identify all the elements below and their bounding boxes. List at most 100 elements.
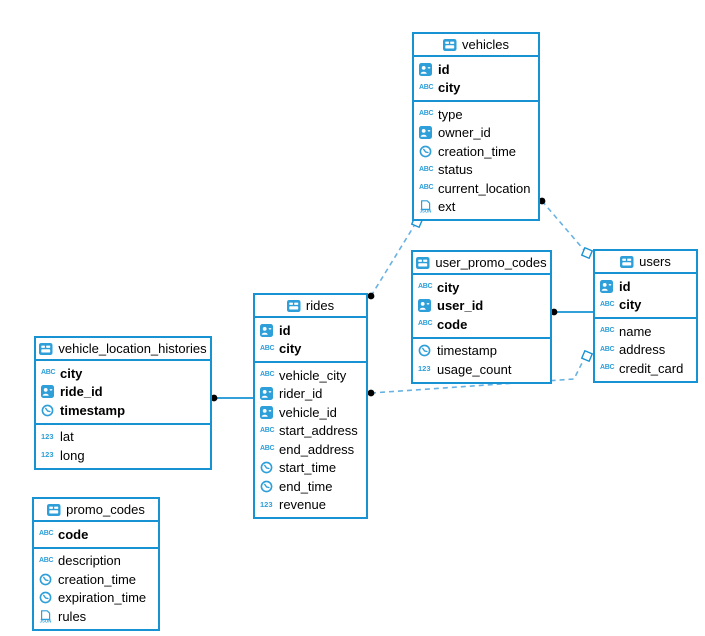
relationship-line[interactable] [370,225,415,297]
column-credit_card[interactable]: ABC credit_card [595,359,696,378]
column-name: rules [58,608,87,624]
text-type-icon: ABC [419,184,434,192]
column-vehicle_id[interactable]: vehicle_id [255,403,366,422]
column-name: id [279,322,291,338]
column-description[interactable]: ABC description [34,552,158,571]
column-name: start_time [279,460,337,476]
column-creation_time[interactable]: creation_time [34,570,158,589]
endpoint-dot [210,394,218,402]
column-name: status [438,162,473,178]
table-header[interactable]: vehicles [414,34,538,57]
column-creation_time[interactable]: creation_time [414,142,538,161]
column-start_time[interactable]: start_time [255,459,366,478]
uuid-type-icon [41,385,60,399]
table-title: promo_codes [66,502,145,517]
text-type-icon: ABC [419,83,434,91]
table-icon [39,342,53,355]
table-header[interactable]: user_promo_codes [413,252,550,275]
table-header[interactable]: promo_codes [34,499,158,522]
relationship-line[interactable] [370,358,585,394]
columns-section: ABC name ABC address ABC credit_card [595,319,696,381]
svg-text:JSON: JSON [420,209,432,213]
column-end_address[interactable]: ABC end_address [255,440,366,459]
column-current_location[interactable]: ABC current_location [414,179,538,198]
table-vehicle_location_histories[interactable]: vehicle_location_histories ABC city ride… [34,336,212,470]
number-type-icon: 123 [41,450,54,460]
column-name: end_time [279,478,333,494]
column-ext[interactable]: JSON ext [414,198,538,217]
primary-key-section: id ABC city [414,57,538,102]
time-type-icon [260,461,279,474]
column-name: code [58,526,89,542]
column-name: lat [60,429,74,445]
column-name: city [60,365,83,381]
column-lat[interactable]: 123 lat [36,428,210,447]
column-owner_id[interactable]: owner_id [414,124,538,143]
table-title: vehicle_location_histories [58,341,207,356]
primary-key-section: ABC city ride_id timestamp [36,361,210,425]
column-code[interactable]: ABC code [34,525,158,544]
relationship-line[interactable] [541,200,585,251]
table-icon [286,299,301,312]
column-city[interactable]: ABC city [413,278,550,297]
column-city[interactable]: ABC city [255,340,366,359]
column-name: current_location [438,180,531,196]
column-revenue[interactable]: 123 revenue [255,496,366,515]
column-city[interactable]: ABC city [36,364,210,383]
column-rules[interactable]: JSON rules [34,607,158,626]
column-long[interactable]: 123 long [36,446,210,465]
column-rider_id[interactable]: rider_id [255,385,366,404]
table-header[interactable]: users [595,251,696,274]
primary-key-section: ABC code [34,522,158,549]
table-vehicles[interactable]: vehicles id ABC city ABC type owner_id c… [412,32,540,221]
column-expiration_time[interactable]: expiration_time [34,589,158,608]
time-type-icon [39,573,58,586]
column-name: type [438,106,463,122]
table-header[interactable]: vehicle_location_histories [36,338,210,361]
column-timestamp[interactable]: timestamp [413,342,550,361]
column-name: city [619,297,642,313]
column-start_address[interactable]: ABC start_address [255,422,366,441]
relationship-rides-users [367,349,594,397]
column-address[interactable]: ABC address [595,341,696,360]
text-type-icon: ABC [419,110,434,118]
column-user_id[interactable]: user_id [413,297,550,316]
primary-key-section: id ABC city [255,318,366,363]
endpoint-dot [550,308,558,316]
column-usage_count[interactable]: 123 usage_count [413,360,550,379]
table-icon [47,503,61,516]
column-id[interactable]: id [414,60,538,79]
column-city[interactable]: ABC city [414,79,538,98]
column-end_time[interactable]: end_time [255,477,366,496]
column-status[interactable]: ABC status [414,161,538,180]
column-name: vehicle_city [279,367,347,383]
column-name: city [279,341,302,357]
columns-section: ABC description creation_time expiration… [34,549,158,629]
column-name: code [437,316,468,332]
endpoint-diamond [580,349,594,363]
table-users[interactable]: users id ABC city ABC name ABC address A… [593,249,698,383]
column-ride_id[interactable]: ride_id [36,383,210,402]
table-rides[interactable]: rides id ABC city ABC vehicle_city rider… [253,293,368,519]
column-id[interactable]: id [255,321,366,340]
column-name: revenue [279,497,326,513]
table-user_promo_codes[interactable]: user_promo_codes ABC city user_id ABC co… [411,250,552,384]
columns-section: ABC type owner_id creation_time ABC stat… [414,102,538,219]
column-type[interactable]: ABC type [414,105,538,124]
column-name: city [437,279,460,295]
table-header[interactable]: rides [255,295,366,318]
column-code[interactable]: ABC code [413,315,550,334]
column-id[interactable]: id [595,277,696,296]
columns-section: 123 lat 123 long [36,425,210,468]
table-promo_codes[interactable]: promo_codes ABC code ABC description cre… [32,497,160,631]
column-timestamp[interactable]: timestamp [36,401,210,420]
column-vehicle_city[interactable]: ABC vehicle_city [255,366,366,385]
text-type-icon: ABC [600,300,615,308]
column-name[interactable]: ABC name [595,322,696,341]
uuid-type-icon [260,405,279,419]
number-type-icon: 123 [418,364,431,374]
column-city[interactable]: ABC city [595,296,696,315]
primary-key-section: id ABC city [595,274,696,319]
